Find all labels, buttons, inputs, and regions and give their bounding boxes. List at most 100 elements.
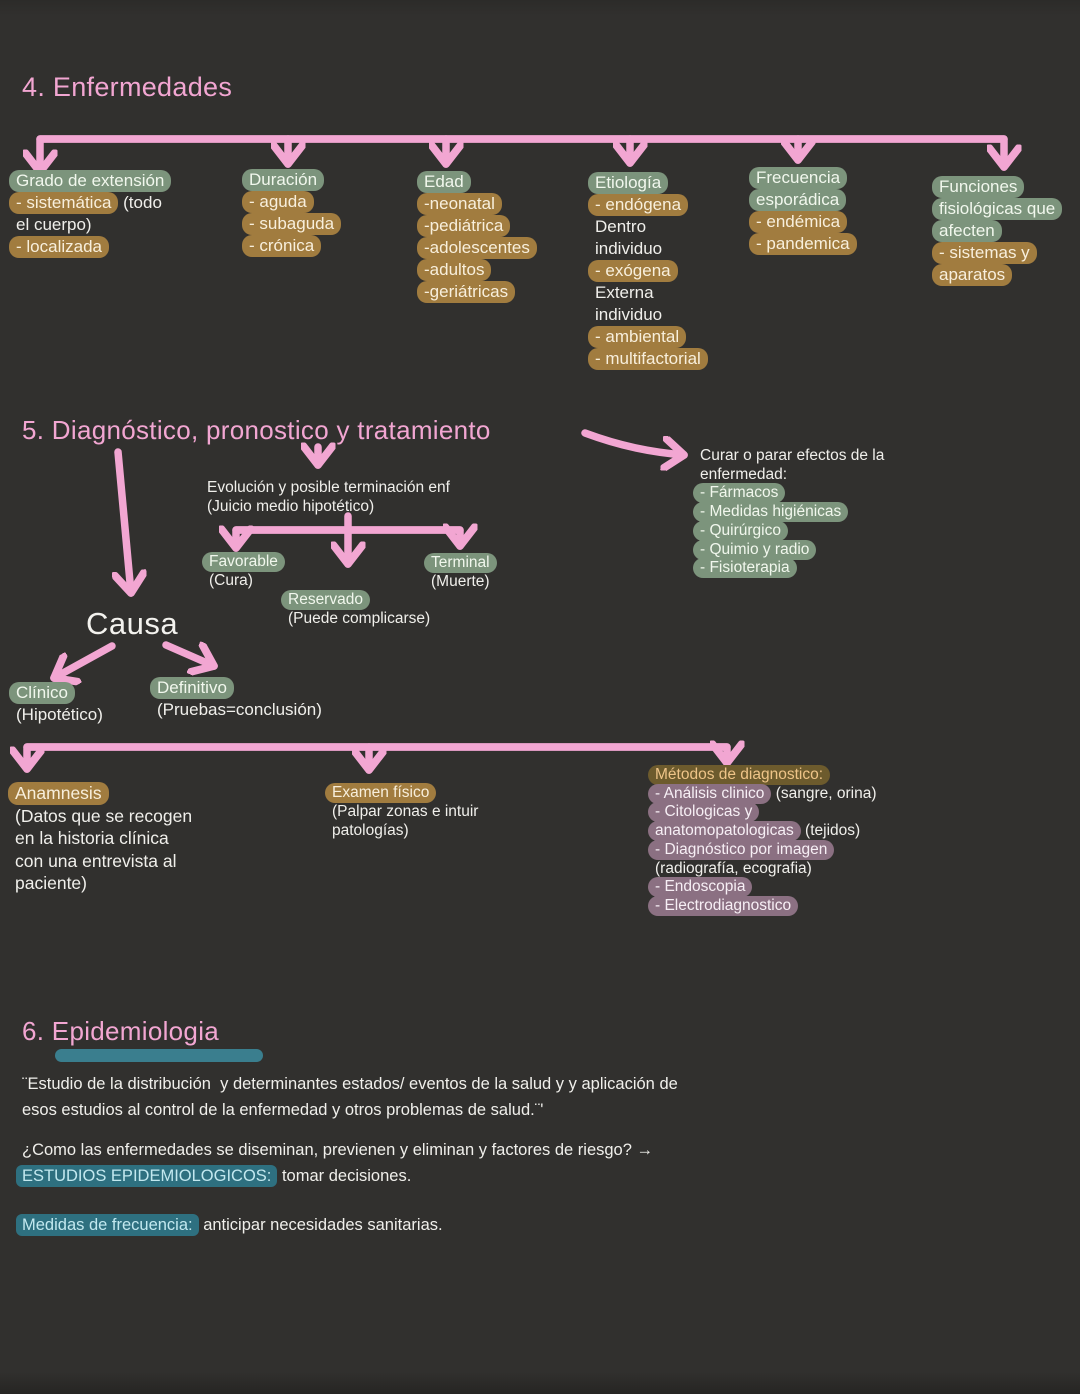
text-line: enfermedad: (700, 466, 884, 485)
metodos-diagnostico-list: Métodos de diagnostico:- Análisis clinic… (648, 765, 877, 916)
highlighted-text: - Quirúrgico (693, 520, 788, 541)
highlighted-text: - multifactorial (588, 348, 708, 370)
epidemiologia-question: ¿Como las enfermedades se diseminan, pre… (16, 1137, 653, 1189)
plain-text: (sangre, orina) (771, 784, 877, 802)
text-line: Dentro (595, 216, 708, 238)
epidemiologia-definition: ¨Estudio de la distribución y determinan… (22, 1071, 678, 1123)
highlighted-text: - sistemas y (932, 242, 1037, 264)
highlighted-text: esporádica (749, 189, 847, 211)
text-line: aparatos (932, 264, 1062, 286)
plain-text: enfermedad: (700, 465, 788, 483)
text-line: - crónica (242, 235, 341, 257)
highlighted-text: - crónica (242, 235, 322, 257)
plain-text: anticipar necesidades sanitarias. (198, 1216, 443, 1234)
highlighted-text: Reservado (281, 590, 370, 610)
text-line: (Juicio medio hipotético) (207, 497, 450, 516)
highlighted-text: Frecuencia (749, 167, 848, 189)
text-line: - Medidas higiénicas (693, 502, 884, 523)
text-line: Grado de extensión (9, 170, 172, 192)
pink-arrows (27, 135, 1008, 770)
plain-text: individuo (595, 305, 663, 324)
text-line: Favorable (202, 552, 285, 572)
highlighted-text: Examen físico (325, 783, 437, 803)
text-line: - exógena (588, 260, 708, 282)
text-line: esos estudios al control de la enfermeda… (22, 1097, 678, 1123)
text-line: fisiológicas que (932, 198, 1063, 220)
text-line: (Muerte) (431, 572, 497, 591)
plain-text: (Datos que se recogen (15, 805, 193, 826)
plain-text: (Hipotético) (16, 705, 103, 724)
evolucion-note: Evolución y posible terminación enf(Juic… (207, 478, 450, 516)
highlighted-text: anatomopatologicas (648, 821, 801, 842)
text-line: -neonatal (417, 193, 537, 215)
plain-text: (todo (118, 193, 162, 212)
highlighted-text: - Quimio y radio (693, 539, 817, 560)
plain-text: en la historia clínica (15, 828, 169, 848)
text-line: -adultos (417, 259, 537, 281)
plain-text: Dentro (595, 217, 647, 236)
highlighted-text: Favorable (202, 552, 285, 572)
highlighted-text: - endémica (749, 211, 848, 233)
text-line: (Cura) (209, 571, 285, 590)
arrow (36, 135, 1004, 167)
diagnostico-definitivo: Definitivo(Pruebas=conclusión) (150, 677, 322, 721)
text-line: (Pruebas=conclusión) (157, 699, 322, 721)
highlighted-text: ESTUDIOS EPIDEMIOLOGICOS: (16, 1165, 278, 1187)
text-line: Frecuencia (749, 167, 857, 189)
text-line: paciente) (15, 872, 192, 895)
text-line: - Endoscopia (648, 877, 877, 898)
text-line: - Quirúrgico (693, 520, 884, 541)
text-line: - Análisis clinico (sangre, orina) (648, 783, 877, 804)
text-line: Edad (417, 171, 537, 193)
text-line: - Citologicas y (648, 802, 877, 823)
text-line: -pediátrica (417, 215, 537, 237)
text-line: - sistemas y (932, 242, 1062, 264)
pronostico-favorable: Favorable(Cura) (202, 552, 285, 590)
plain-text: (radiografía, ecografia) (655, 859, 812, 877)
text-line: ¿Como las enfermedades se diseminan, pre… (22, 1137, 653, 1163)
text-line: esporádica (749, 189, 857, 211)
highlighted-text: -neonatal (417, 193, 502, 215)
edad-column: Edad-neonatal-pediátrica-adolescentes-ad… (417, 171, 537, 303)
plain-text: con una entrevista al (15, 850, 177, 871)
highlighted-text: Duración (242, 169, 325, 191)
highlighted-text: - sistemática (9, 192, 119, 214)
text-line: Curar o parar efectos de la (700, 447, 884, 466)
text-line: Etiología (588, 172, 708, 194)
text-line: (Palpar zonas e intuir (332, 802, 478, 821)
plain-text: (Pruebas=conclusión) (157, 700, 322, 719)
plain-text: (Palpar zonas e intuir (332, 803, 479, 820)
text-line: Examen físico (325, 783, 478, 803)
text-line: en la historia clínica (15, 827, 192, 850)
plain-text: el cuerpo) (16, 215, 92, 234)
text-line: - endémica (749, 211, 857, 233)
text-line: ESTUDIOS EPIDEMIOLOGICOS: tomar decision… (16, 1163, 653, 1189)
text-line: -geriátricas (417, 281, 537, 303)
plain-text: paciente) (15, 873, 87, 893)
text-line: individuo (595, 304, 708, 326)
text-line: - Fisioterapia (693, 558, 884, 579)
arrow (40, 135, 1008, 172)
pronostico-reservado: Reservado(Puede complicarse) (281, 590, 430, 628)
highlighted-text: Grado de extensión (9, 170, 172, 192)
plain-text: Evolución y posible terminación enf (207, 479, 450, 496)
text-line: Métodos de diagnostico: (648, 765, 877, 785)
text-line: ¨Estudio de la distribución y determinan… (22, 1071, 678, 1097)
text-line: Funciones (932, 176, 1062, 198)
plain-text: ¨Estudio de la distribución y determinan… (22, 1075, 678, 1093)
highlighted-text: Definitivo (150, 677, 234, 699)
arrow (118, 448, 131, 593)
arrow (54, 642, 116, 678)
highlighted-text: - localizada (9, 236, 109, 258)
text-line: (Hipotético) (16, 704, 103, 726)
duracion-column: Duración- aguda- subaguda- crónica (242, 169, 342, 257)
plain-text: (Cura) (209, 572, 253, 589)
teal-underline-bar (55, 1049, 263, 1062)
highlighted-text: - Análisis clinico (648, 783, 772, 804)
text-line: patologías) (332, 821, 478, 840)
plain-text: ¿Como las enfermedades se diseminan, pre… (22, 1141, 653, 1159)
highlighted-text: - endógena (588, 194, 689, 216)
